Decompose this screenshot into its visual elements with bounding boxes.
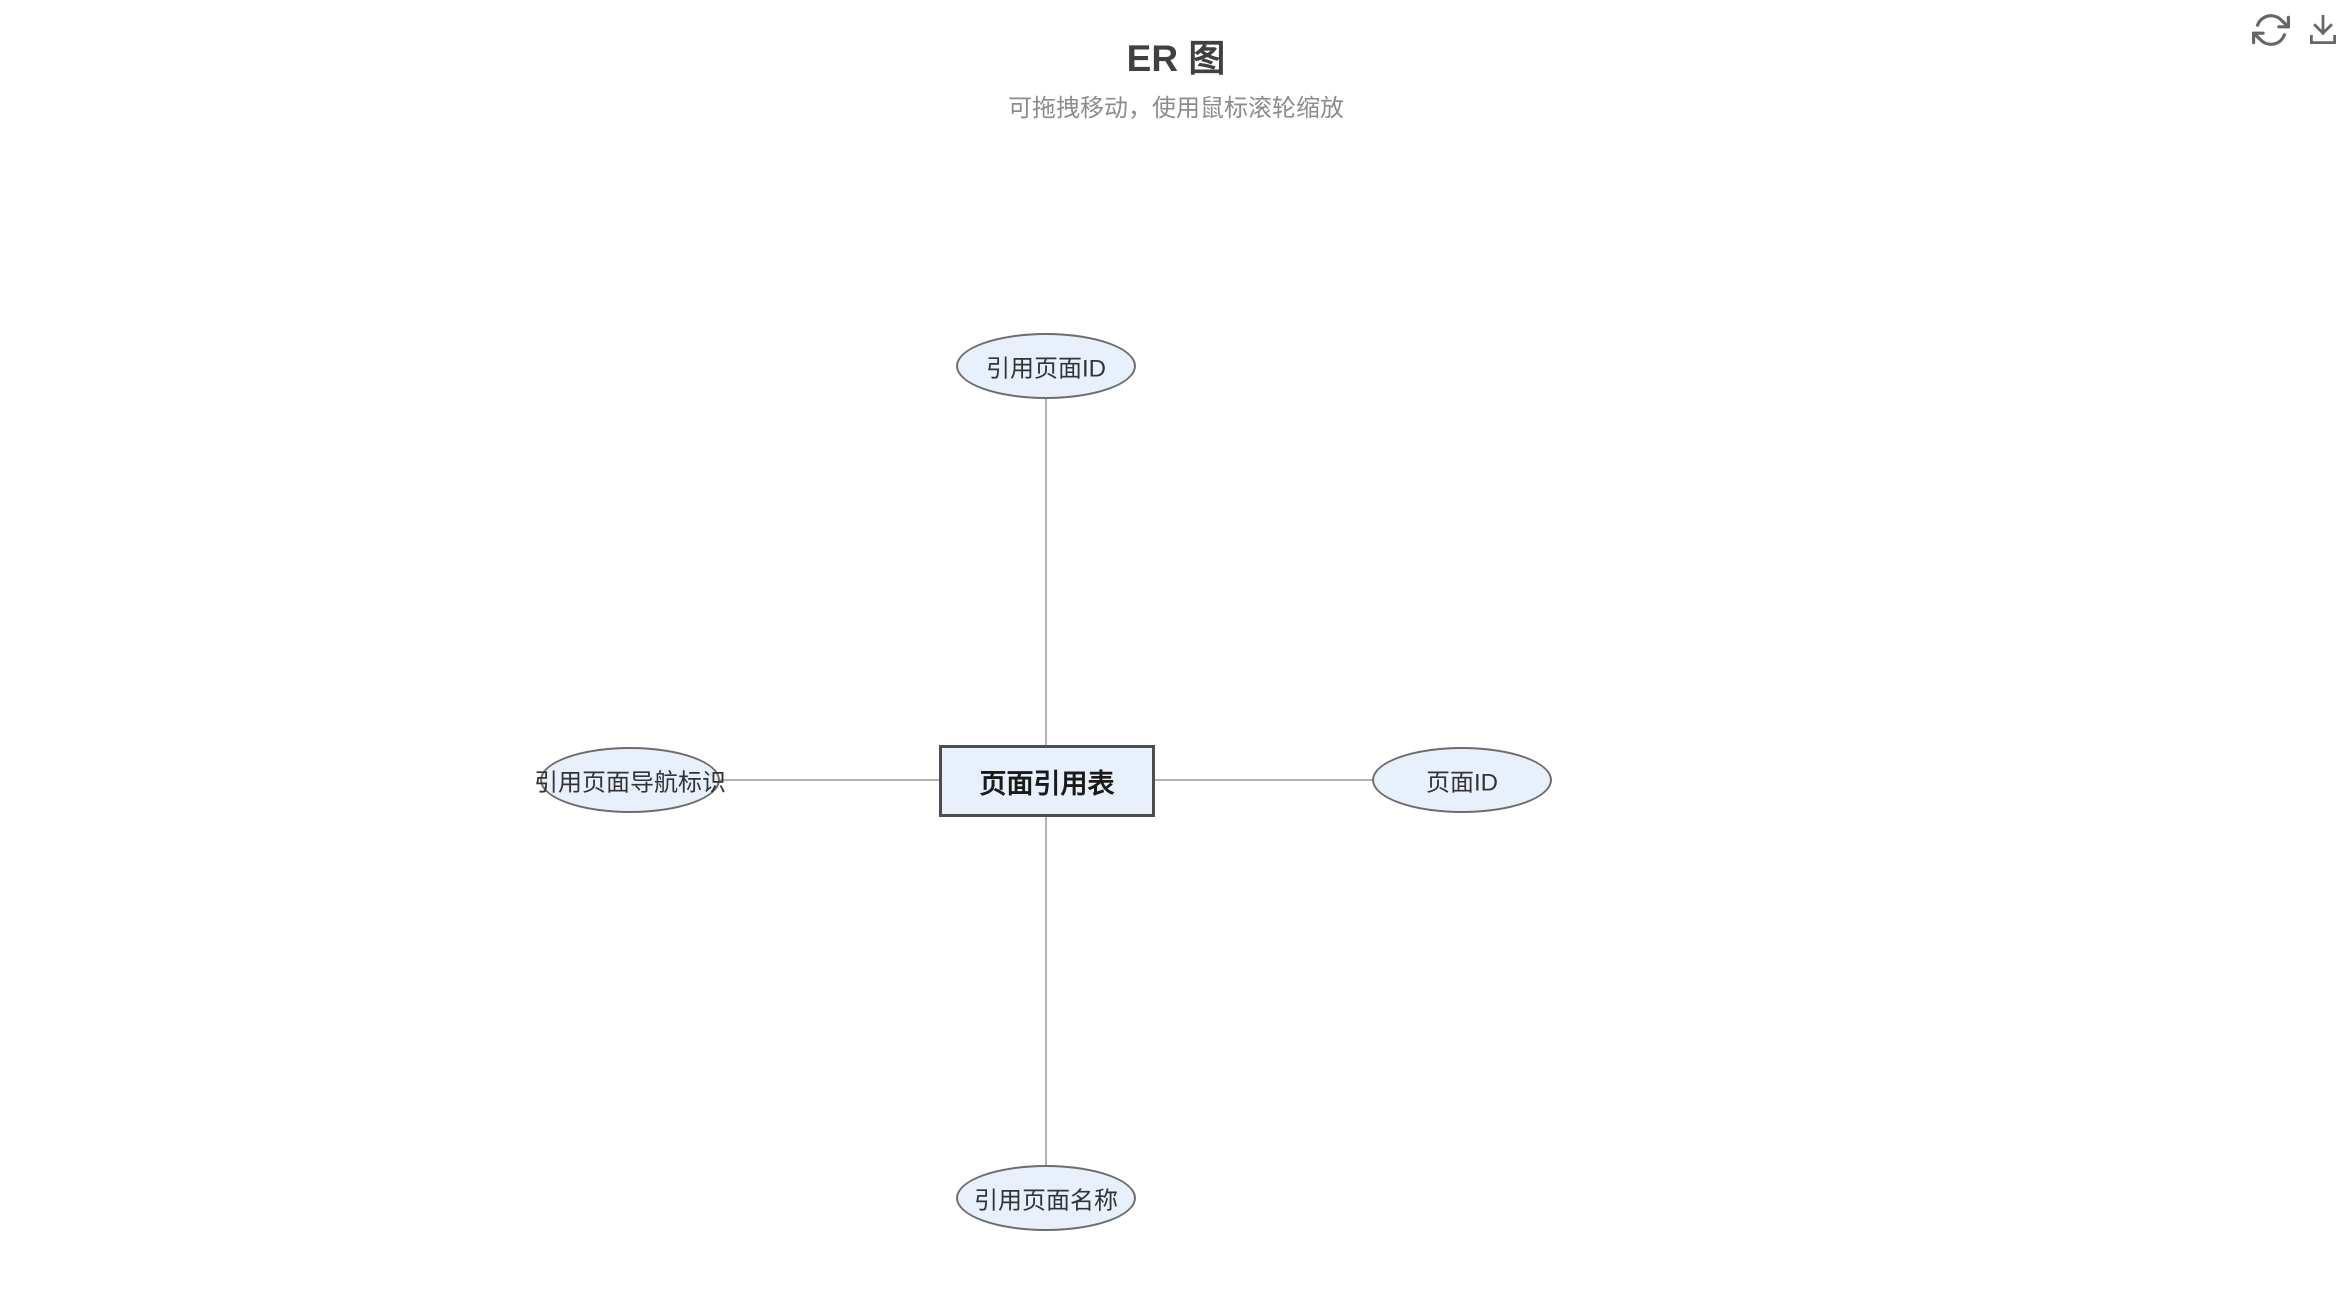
toolbar [2251,10,2343,50]
refresh-icon [2252,14,2290,46]
entity-node[interactable]: 页面引用表 [939,745,1155,817]
attribute-label: 引用页面导航标识 [534,769,726,797]
page-title: ER 图 [1126,38,1226,79]
edge-entity-to-bottom-attribute [1045,815,1047,1165]
attribute-label: 引用页面ID [986,355,1106,383]
page-subtitle: 可拖拽移动，使用鼠标滚轮缩放 [1008,95,1344,122]
edge-entity-to-top-attribute [1045,398,1047,745]
download-button[interactable] [2303,10,2343,50]
entity-label: 页面引用表 [979,768,1115,799]
attribute-node-left[interactable]: 引用页面导航标识 [534,747,726,813]
edge-entity-to-left-attribute [719,779,941,781]
attribute-node-bottom[interactable]: 引用页面名称 [956,1165,1136,1231]
attribute-label: 引用页面名称 [974,1187,1118,1215]
download-icon [2310,14,2336,45]
edge-entity-to-right-attribute [1153,779,1373,781]
refresh-button[interactable] [2251,10,2291,50]
attribute-node-right[interactable]: 页面ID [1372,747,1552,813]
attribute-node-top[interactable]: 引用页面ID [956,333,1136,399]
page-header: ER 图 可拖拽移动，使用鼠标滚轮缩放 [0,0,2352,124]
attribute-label: 页面ID [1426,769,1498,797]
